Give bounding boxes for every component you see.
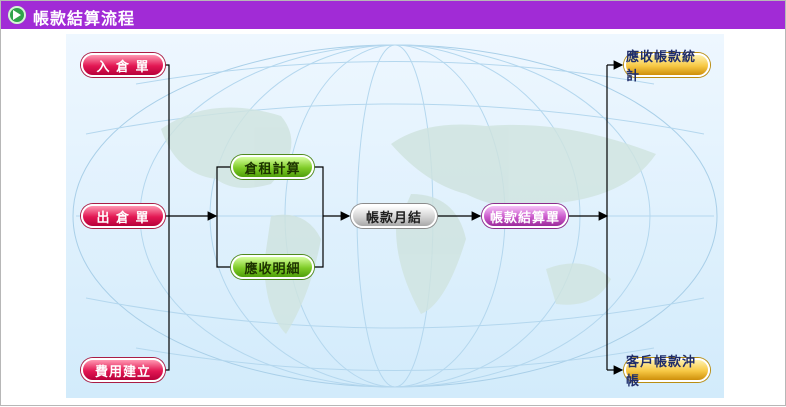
node-storage-fee-calc[interactable]: 倉租計算	[231, 155, 314, 179]
arrow-right-circle-icon	[8, 6, 26, 24]
node-outbound-order[interactable]: 出 倉 單	[81, 204, 165, 228]
node-customer-offset[interactable]: 客戶帳款沖帳	[624, 355, 710, 389]
page-title: 帳款結算流程	[33, 9, 136, 28]
node-monthly-close[interactable]: 帳款月結	[351, 204, 437, 228]
node-receivable-stats[interactable]: 應收帳款統計	[624, 50, 710, 84]
node-receivable-detail[interactable]: 應收明細	[231, 255, 314, 279]
node-expense-create[interactable]: 費用建立	[81, 358, 165, 382]
titlebar: 帳款結算流程	[1, 1, 785, 29]
node-settlement-sheet[interactable]: 帳款結算單	[482, 204, 568, 228]
node-inbound-order[interactable]: 入 倉 單	[81, 53, 165, 77]
